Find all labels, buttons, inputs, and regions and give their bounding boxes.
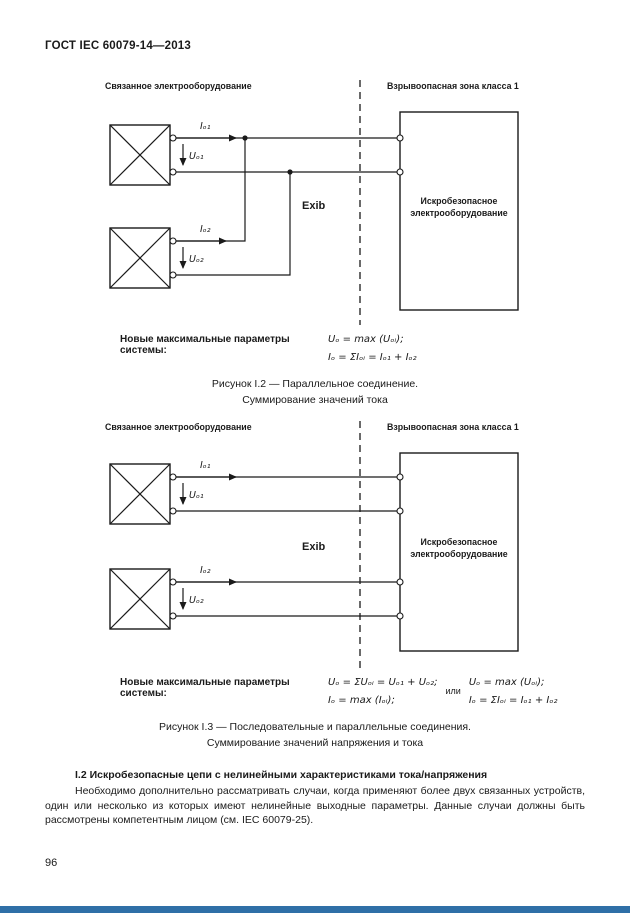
fig2-junction-dot-bottom: [287, 169, 293, 175]
fig3-params-label: Новые максимальные параметры системы:: [120, 676, 290, 699]
fig3-formula-col2-voltage: Uₒ = max (Uₒᵢ);: [468, 676, 545, 688]
fig2-u1-label: Uₒ₁: [189, 151, 204, 162]
fig3-associated-source-1: [109, 462, 177, 525]
fig2-is-equipment: Искробезопасное электрооборудование: [396, 111, 519, 311]
section-i2-heading: I.2 Искробезопасные цепи с нелинейными х…: [75, 769, 488, 782]
fig2-is-equipment-label-line1: Искробезопасное: [421, 196, 498, 206]
fig3-formula-col2-current: Iₒ = ΣIₒᵢ = Iₒ₁ + Iₒ₂: [468, 694, 558, 706]
fig3-u1-label: Uₒ₁: [189, 490, 204, 501]
fig3-exib-label: Exib: [302, 541, 326, 553]
fig3-caption-line1: Рисунок I.3 — Последовательные и паралле…: [159, 720, 471, 733]
section-i2: I.2 Искробезопасные цепи с нелинейными х…: [45, 769, 585, 828]
fig2-caption: Рисунок I.2 — Параллельное соединение. С…: [0, 376, 630, 409]
fig2-associated-equipment-label: Связанное электрооборудование: [105, 81, 252, 91]
fig2-is-equipment-label-line2: электрооборудование: [410, 208, 507, 218]
fig3-i2-label: Iₒ₂: [200, 565, 211, 576]
fig2-explosive-zone-label: Взрывоопасная зона класса 1: [387, 81, 519, 91]
fig2-caption-line1: Рисунок I.2 — Параллельное соединение.: [211, 378, 419, 390]
fig2-exib-label: Exib: [302, 200, 326, 212]
fig2-associated-source-1: [109, 124, 177, 186]
fig3-is-equipment-label-line2: электрооборудование: [410, 549, 507, 559]
figure-i2-diagram: Связанное электрооборудование Взрывоопас…: [105, 80, 519, 325]
fig2-parameters: Новые максимальные параметры системы: Uₒ…: [120, 334, 630, 363]
fig3-formula-col1-current: Iₒ = max (Iₒᵢ);: [328, 694, 395, 706]
fig2-associated-source-2: [109, 227, 177, 289]
fig2-params-label: Новые максимальные параметры системы:: [120, 334, 290, 356]
fig2-junction-dot-top: [242, 135, 248, 141]
page-number: 96: [45, 857, 58, 869]
fig3-caption-line2: Суммирование значений напряжения и тока: [206, 736, 424, 749]
fig3-is-equipment-label-line1: Искробезопасное: [421, 537, 498, 547]
fig3-wiring: [176, 473, 397, 617]
fig2-caption-line2: Суммирование значений тока: [242, 394, 388, 407]
fig2-u2-label: Uₒ₂: [189, 254, 204, 265]
fig3-associated-equipment-label: Связанное электрооборудование: [105, 422, 252, 432]
fig2-i1-label: Iₒ₁: [200, 121, 211, 132]
fig2-formula-voltage: Uₒ = max (Uₒᵢ);: [328, 334, 404, 345]
figure-i3-diagram: Связанное электрооборудование Взрывоопас…: [105, 420, 519, 668]
fig3-i1-label: Iₒ₁: [200, 460, 211, 471]
fig3-explosive-zone-label: Взрывоопасная зона класса 1: [387, 422, 519, 432]
fig3-associated-source-2: [109, 567, 177, 630]
fig2-wiring: [176, 134, 397, 276]
fig3-is-equipment: Искробезопасное электрооборудование: [396, 451, 519, 652]
fig3-formula-col1-voltage: Uₒ = ΣUₒᵢ = Uₒ₁ + Uₒ₂;: [328, 676, 438, 688]
fig3-caption: Рисунок I.3 — Последовательные и паралле…: [0, 719, 630, 752]
fig2-i2-label: Iₒ₂: [200, 224, 211, 235]
section-i2-paragraph: Необходимо дополнительно рассматривать с…: [45, 785, 585, 827]
fig3-or-label: или: [445, 686, 461, 697]
fig3-parameters: Новые максимальные параметры системы: Uₒ…: [120, 677, 630, 706]
fig3-u2-label: Uₒ₂: [189, 595, 204, 606]
document-header: ГОСТ IEC 60079-14—2013: [45, 40, 191, 52]
bottom-accent-bar: [0, 906, 630, 913]
fig2-formula-current: Iₒ = ΣIₒᵢ = Iₒ₁ + Iₒ₂: [328, 352, 417, 363]
